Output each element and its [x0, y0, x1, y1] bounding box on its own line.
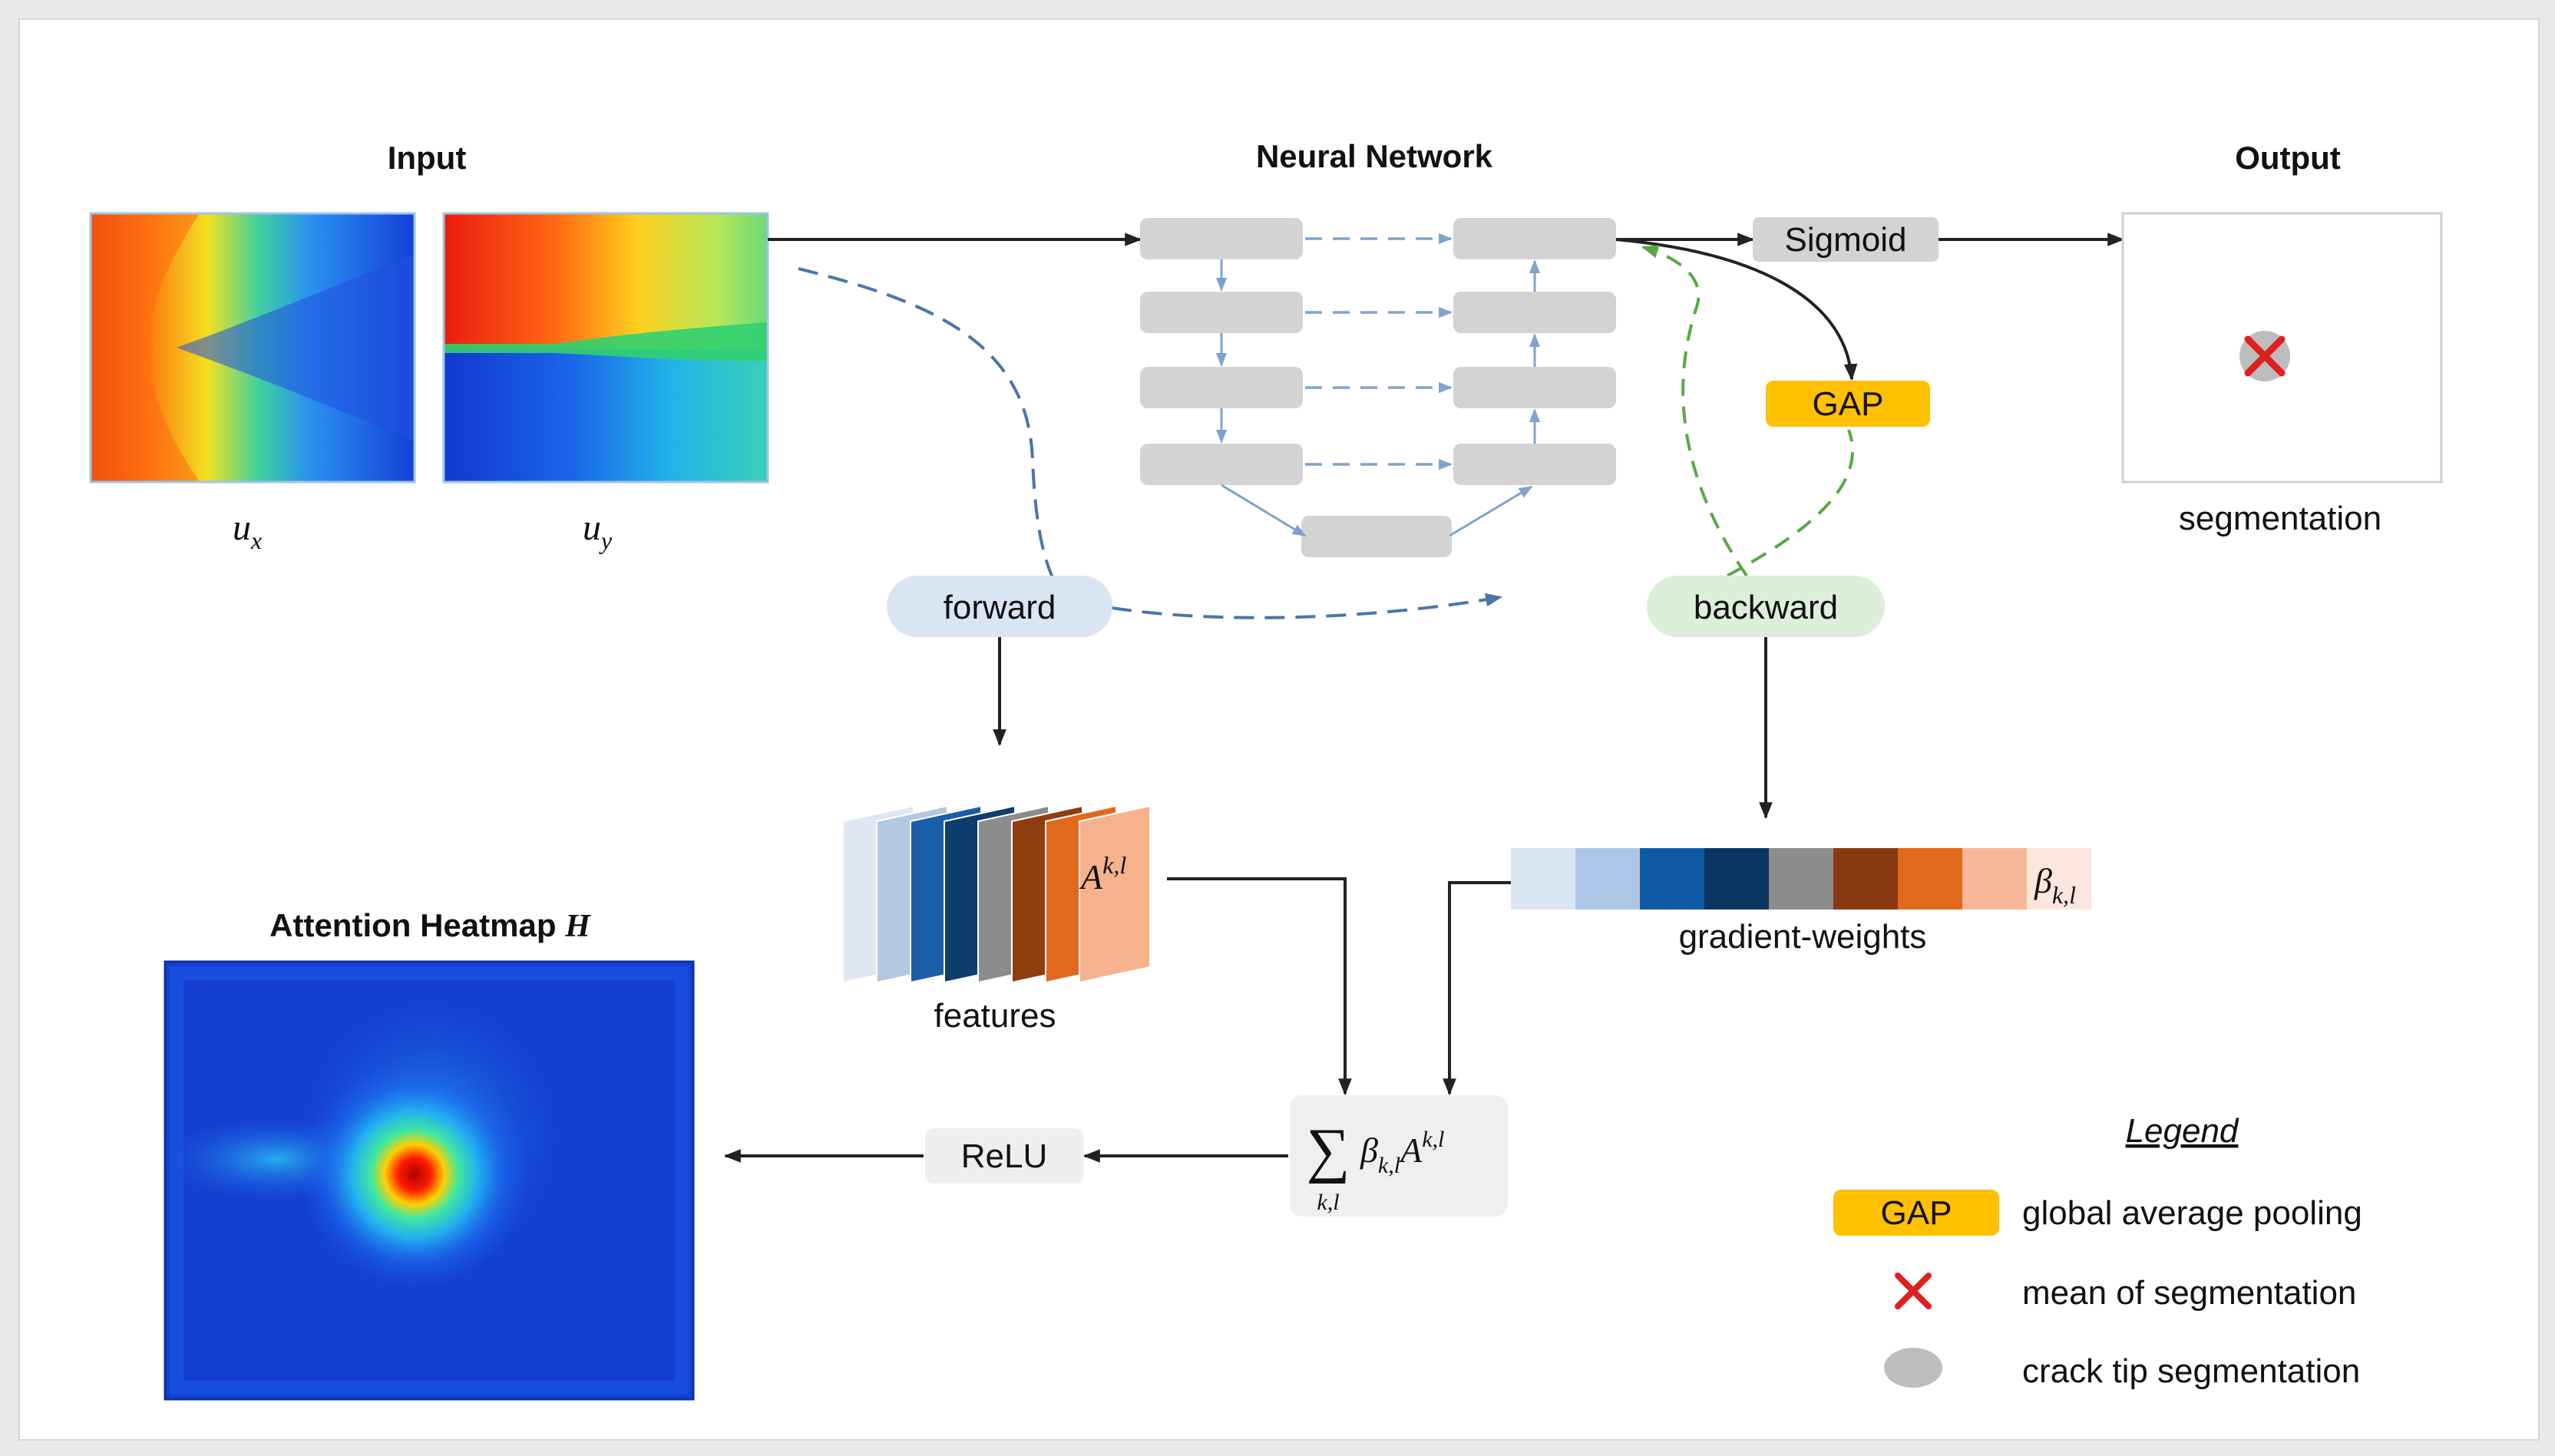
encoder-block-1 [1140, 218, 1303, 259]
backward-dashed-path [1727, 429, 1854, 577]
backward-label: backward [1694, 589, 1838, 626]
legend-item-dot-text: crack tip segmentation [2022, 1352, 2360, 1390]
segmentation-mean-cross [2244, 335, 2286, 377]
input-title: Input [388, 140, 467, 176]
attention-heatmap-image [161, 960, 695, 1401]
sum-subscript: k,l [1317, 1190, 1339, 1215]
relu-label: ReLU [961, 1137, 1048, 1175]
legend-item-gap-text: global average pooling [2022, 1194, 2362, 1232]
gradient-weight-cell [1962, 848, 2027, 910]
gap-box [1766, 381, 1930, 427]
forward-pill [887, 576, 1112, 637]
decoder-block-1 [1453, 218, 1616, 259]
forward-dashed-path [798, 267, 1073, 609]
gradient-weight-cell [1833, 848, 1898, 910]
sum-expression: βk,lAk,l [1360, 1127, 1444, 1178]
unet-architecture [1140, 218, 1616, 557]
gradient-weight-cell [1898, 848, 1962, 910]
relu-box [925, 1128, 1083, 1184]
heatmap-title: Attention Heatmap H [269, 907, 591, 944]
features-caption: features [934, 997, 1056, 1035]
decoder-block-2 [1453, 292, 1616, 333]
legend-cross-icon [1895, 1273, 1932, 1309]
gradient-weight-cell [1511, 848, 1575, 910]
encoder-block-4 [1140, 444, 1303, 485]
ux-label: ux [233, 507, 262, 554]
uy-field-image [442, 212, 769, 484]
forward-label: forward [944, 589, 1056, 626]
legend-title: Legend [2126, 1112, 2239, 1150]
legend-gap-key-label: GAP [1881, 1194, 1952, 1232]
encoder-block-3 [1140, 367, 1303, 408]
output-caption: segmentation [2179, 500, 2381, 537]
weighted-sum-box [1290, 1095, 1508, 1217]
bottleneck-block [1301, 516, 1452, 557]
gradient-weight-cell [2027, 848, 2091, 910]
gradient-weight-cell [1704, 848, 1769, 910]
gradient-weight-cell [1640, 848, 1704, 910]
output-title: Output [2235, 140, 2341, 176]
sum-sigma: ∑ [1306, 1117, 1350, 1184]
gradient-weight-cell [1575, 848, 1640, 910]
gradient-weights-bar [1511, 848, 2091, 910]
legend-dot-icon [1884, 1348, 1942, 1388]
sigmoid-label: Sigmoid [1785, 221, 1907, 259]
weights-to-sum-arrow [1443, 881, 1511, 1096]
weights-symbol: βk,l [2034, 861, 2076, 909]
features-to-sum-arrow [1167, 877, 1352, 1096]
backward-pill [1647, 576, 1885, 637]
feature-map-layer [1079, 804, 1151, 984]
legend-gap-key [1833, 1190, 1999, 1236]
encoder-block-2 [1140, 292, 1303, 333]
network-title: Neural Network [1256, 138, 1493, 174]
sigmoid-box [1753, 217, 1939, 262]
features-stack [842, 804, 1151, 984]
features-symbol: Ak,l [1079, 851, 1126, 896]
output-to-gap-arrow [1615, 238, 1858, 381]
forward-dashed-arrow [1111, 593, 1503, 619]
gap-label: GAP [1813, 385, 1884, 423]
ux-field-image [89, 212, 416, 484]
uy-label: uy [583, 507, 613, 554]
decoder-block-4 [1453, 444, 1616, 485]
gradient-weight-cell [1769, 848, 1833, 910]
backward-dashed-arrow [1641, 245, 1748, 577]
decoder-block-3 [1453, 367, 1616, 408]
legend-item-cross-text: mean of segmentation [2022, 1274, 2356, 1312]
weights-caption: gradient-weights [1679, 918, 1927, 956]
